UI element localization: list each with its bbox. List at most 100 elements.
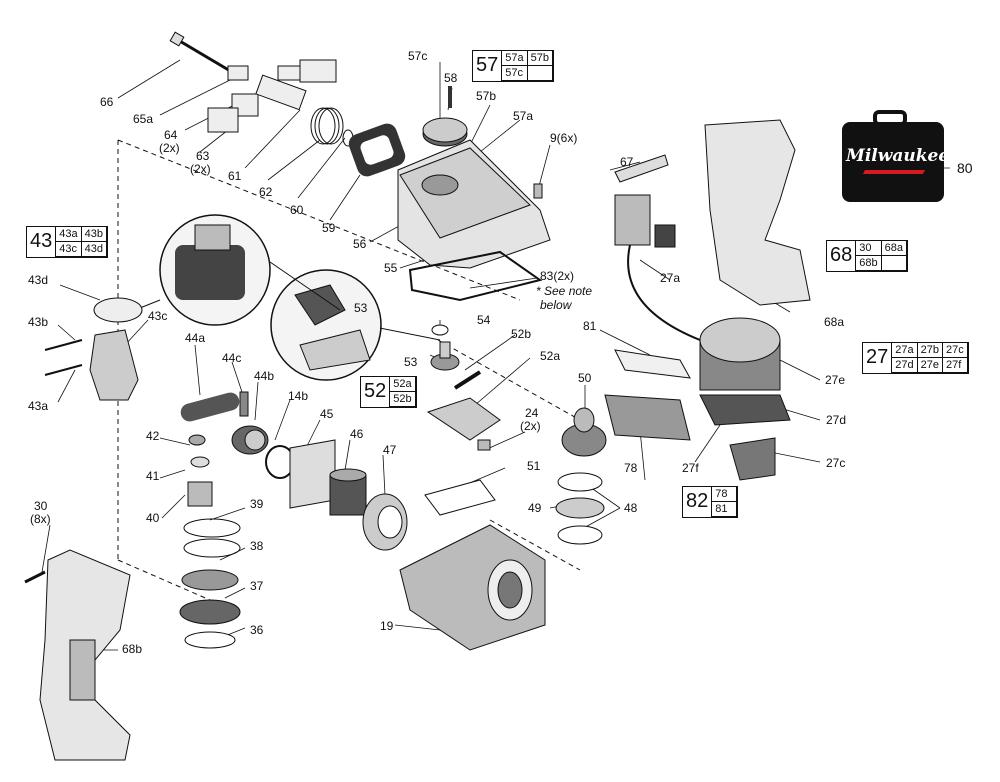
label-43c: 43c	[148, 309, 168, 323]
group-27: 27 27a 27b 27c 27d 27e 27f	[862, 342, 969, 374]
label-14b: 14b	[288, 389, 309, 403]
group-43-cell: 43b	[81, 227, 107, 242]
cam-53	[430, 341, 460, 371]
washer-43d	[93, 297, 143, 323]
group-57: 57 57a 57b 57c	[472, 50, 554, 82]
group-27-cell: 27f	[942, 358, 968, 373]
group-68-cell	[881, 256, 907, 271]
label-27f: 27f	[682, 461, 699, 475]
gear-stack	[179, 434, 241, 649]
label-63-qty: (2x)	[190, 162, 211, 176]
bracket-44a	[180, 392, 240, 422]
label-59: 59	[322, 221, 336, 235]
group-68: 68 30 68a 68b	[826, 240, 908, 272]
housing-68a	[704, 119, 811, 306]
label-47: 47	[383, 443, 397, 457]
pin-43a	[44, 364, 83, 376]
group-52: 52 52a 52b	[360, 376, 417, 408]
group-52-cell: 52a	[390, 377, 416, 392]
label-41: 41	[146, 469, 160, 483]
group-43-cell: 43a	[56, 227, 82, 242]
label-27c: 27c	[826, 456, 846, 470]
brand-text: Milwaukee	[846, 146, 950, 166]
brand-logo: Milwaukee	[840, 118, 950, 202]
label-44a: 44a	[185, 331, 206, 345]
group-57-cell: 57b	[527, 51, 553, 66]
label-40: 40	[146, 511, 160, 525]
group-27-cell: 27d	[892, 358, 918, 373]
label-27d: 27d	[826, 413, 847, 427]
group-27-number: 27	[863, 343, 893, 373]
label-51: 51	[527, 459, 541, 473]
label-55: 55	[384, 261, 398, 275]
knob-57	[422, 117, 468, 147]
label-68b: 68b	[122, 642, 143, 656]
label-43b: 43b	[28, 315, 49, 329]
gear-housing-cover-56	[397, 139, 551, 269]
switch-holder-43	[89, 329, 139, 401]
group-82-number: 82	[683, 487, 713, 517]
label-46: 46	[350, 427, 364, 441]
note-line1: * See note	[536, 284, 593, 298]
label-60: 60	[290, 203, 304, 217]
group-27-cell: 27e	[917, 358, 943, 373]
group-52-cell: 52b	[390, 392, 416, 407]
detail-circle-switch	[270, 269, 382, 381]
group-57-cell: 57a	[502, 51, 528, 66]
group-57-cell	[527, 66, 553, 81]
clip-67	[614, 154, 669, 183]
label-63: 63	[196, 149, 210, 163]
label-37: 37	[250, 579, 264, 593]
label-44c: 44c	[222, 351, 242, 365]
detail-circle-motor	[159, 214, 271, 326]
pin-44c	[239, 391, 249, 417]
dashed-assembly-line-2	[489, 519, 581, 571]
group-68-cell: 68a	[881, 241, 907, 256]
group-43: 43 43a 43b 43c 43d	[26, 226, 108, 258]
label-65a: 65a	[133, 112, 154, 126]
label-43d: 43d	[28, 273, 49, 287]
screw-9	[533, 183, 543, 199]
washer-48a	[557, 472, 603, 492]
label-62: 62	[259, 185, 273, 199]
group-57-number: 57	[473, 51, 503, 81]
label-61: 61	[228, 169, 242, 183]
group-27-cell: 27c	[942, 343, 968, 358]
label-50: 50	[578, 371, 592, 385]
group-52-number: 52	[361, 377, 391, 407]
label-57a: 57a	[513, 109, 534, 123]
plate-51	[424, 479, 496, 516]
label-66: 66	[100, 95, 114, 109]
screw-24	[477, 439, 491, 451]
cage-46	[329, 468, 367, 516]
label-27e: 27e	[825, 373, 846, 387]
housing-68b	[39, 549, 131, 761]
motor-27	[699, 317, 791, 481]
gasket-55	[408, 250, 543, 302]
gear-50	[561, 407, 607, 457]
washer-48b	[557, 525, 603, 545]
group-68-number: 68	[827, 241, 857, 271]
label-64-qty: (2x)	[159, 141, 180, 155]
screw-58	[448, 86, 452, 108]
group-27-cell: 27a	[892, 343, 918, 358]
bracket-52a	[426, 397, 501, 441]
group-43-number: 43	[27, 227, 57, 257]
ring-gear-47	[362, 493, 408, 551]
label-9: 9(6x)	[550, 131, 578, 145]
label-19: 19	[380, 619, 394, 633]
group-57-cell: 57c	[502, 66, 528, 81]
note-line2: below	[540, 298, 572, 312]
group-82: 82 78 81	[682, 486, 739, 518]
spring-62	[310, 107, 354, 147]
bushing-44b	[231, 425, 269, 455]
label-48: 48	[624, 501, 638, 515]
pcb-78	[604, 394, 691, 441]
plate-45	[289, 439, 336, 509]
label-30: 30	[34, 499, 48, 513]
label-42: 42	[146, 429, 160, 443]
group-43-cell: 43d	[81, 242, 107, 257]
label-39: 39	[250, 497, 264, 511]
